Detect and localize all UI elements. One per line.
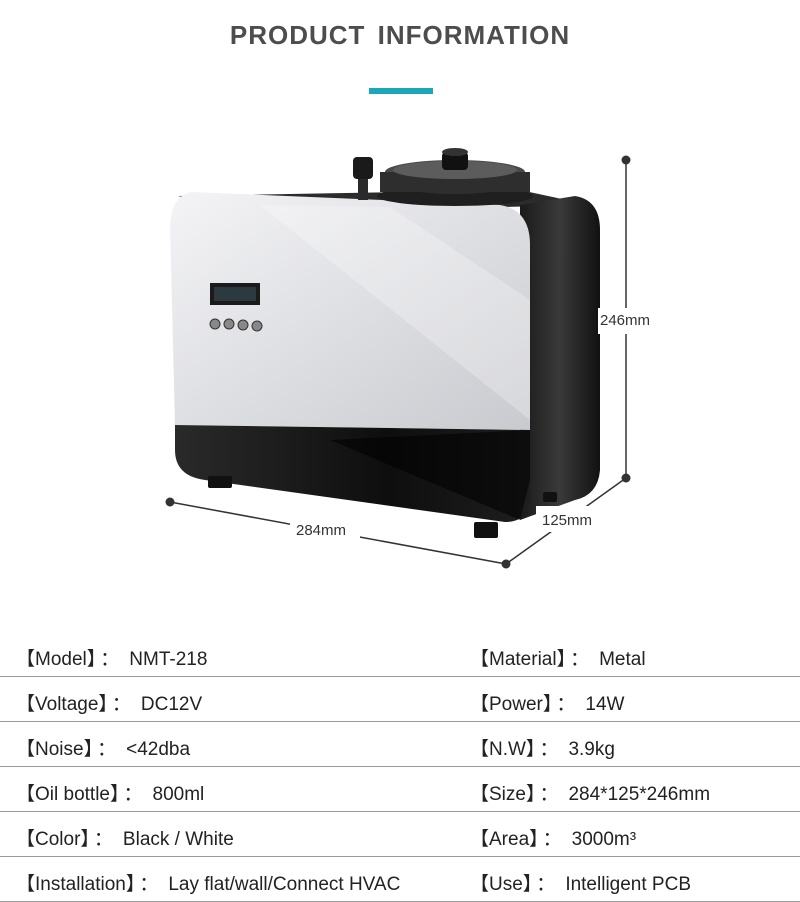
spec-label: 【Model】 <box>16 649 97 670</box>
spec-separator: ： <box>556 694 576 715</box>
title-accent-bar <box>369 88 433 94</box>
spec-value: Intelligent PCB <box>565 874 691 895</box>
spec-separator: ： <box>536 874 556 895</box>
spec-separator: ： <box>539 739 559 760</box>
spec-label: 【Use】 <box>470 874 533 895</box>
spec-separator: ： <box>139 874 159 895</box>
width-dimension-label: 284mm <box>296 522 347 539</box>
spec-separator: ： <box>111 694 131 715</box>
spec-row: 【Oil bottle】：800ml 【Size】：284*125*246mm <box>0 767 800 812</box>
spec-separator: ： <box>539 784 559 805</box>
spec-separator: ： <box>570 649 590 670</box>
spec-value: <42dba <box>126 739 191 760</box>
spec-separator: ： <box>97 739 117 760</box>
spec-row: 【Model】：NMT-218 【Material】：Metal <box>0 632 800 677</box>
spec-value: Lay flat/wall/Connect HVAC <box>168 874 401 895</box>
spec-table: 【Model】：NMT-218 【Material】：Metal 【Voltag… <box>0 632 800 902</box>
spec-value: DC12V <box>140 694 203 715</box>
spec-value: Metal <box>599 649 646 670</box>
diffuser-machine-image <box>165 148 658 569</box>
spec-label: 【Installation】 <box>16 874 136 895</box>
spec-value: 800ml <box>152 784 205 805</box>
spec-value: 14W <box>585 694 625 715</box>
spec-row: 【Voltage】：DC12V 【Power】：14W <box>0 677 800 722</box>
spec-value: Black / White <box>122 829 234 850</box>
depth-dimension-label: 125mm <box>542 512 593 529</box>
spec-label: 【Area】 <box>470 829 539 850</box>
spec-row: 【Installation】：Lay flat/wall/Connect HVA… <box>0 857 800 902</box>
spec-label: 【N.W】 <box>470 739 536 760</box>
spec-label: 【Color】 <box>16 829 90 850</box>
spec-label: 【Noise】 <box>16 739 94 760</box>
spec-row: 【Noise】：<42dba 【N.W】：3.9kg <box>0 722 800 767</box>
spec-label: 【Power】 <box>470 694 553 715</box>
spec-value: NMT-218 <box>129 649 208 670</box>
spec-row: 【Color】：Black / White 【Area】：3000m³ <box>0 812 800 857</box>
product-illustration: 246mm 284mm 125mm <box>0 140 800 580</box>
spec-label: 【Voltage】 <box>16 694 108 715</box>
spec-label: 【Size】 <box>470 784 536 805</box>
spec-value: 3000m³ <box>571 829 637 850</box>
height-dimension-label: 246mm <box>600 312 651 329</box>
spec-value: 284*125*246mm <box>568 784 711 805</box>
spec-separator: ： <box>123 784 143 805</box>
spec-separator: ： <box>100 649 120 670</box>
spec-value: 3.9kg <box>568 739 615 760</box>
spec-separator: ： <box>93 829 113 850</box>
spec-label: 【Oil bottle】 <box>16 784 120 805</box>
spec-separator: ： <box>542 829 562 850</box>
spec-label: 【Material】 <box>470 649 567 670</box>
page-title: PRODUCT INFORMATION <box>229 20 571 50</box>
